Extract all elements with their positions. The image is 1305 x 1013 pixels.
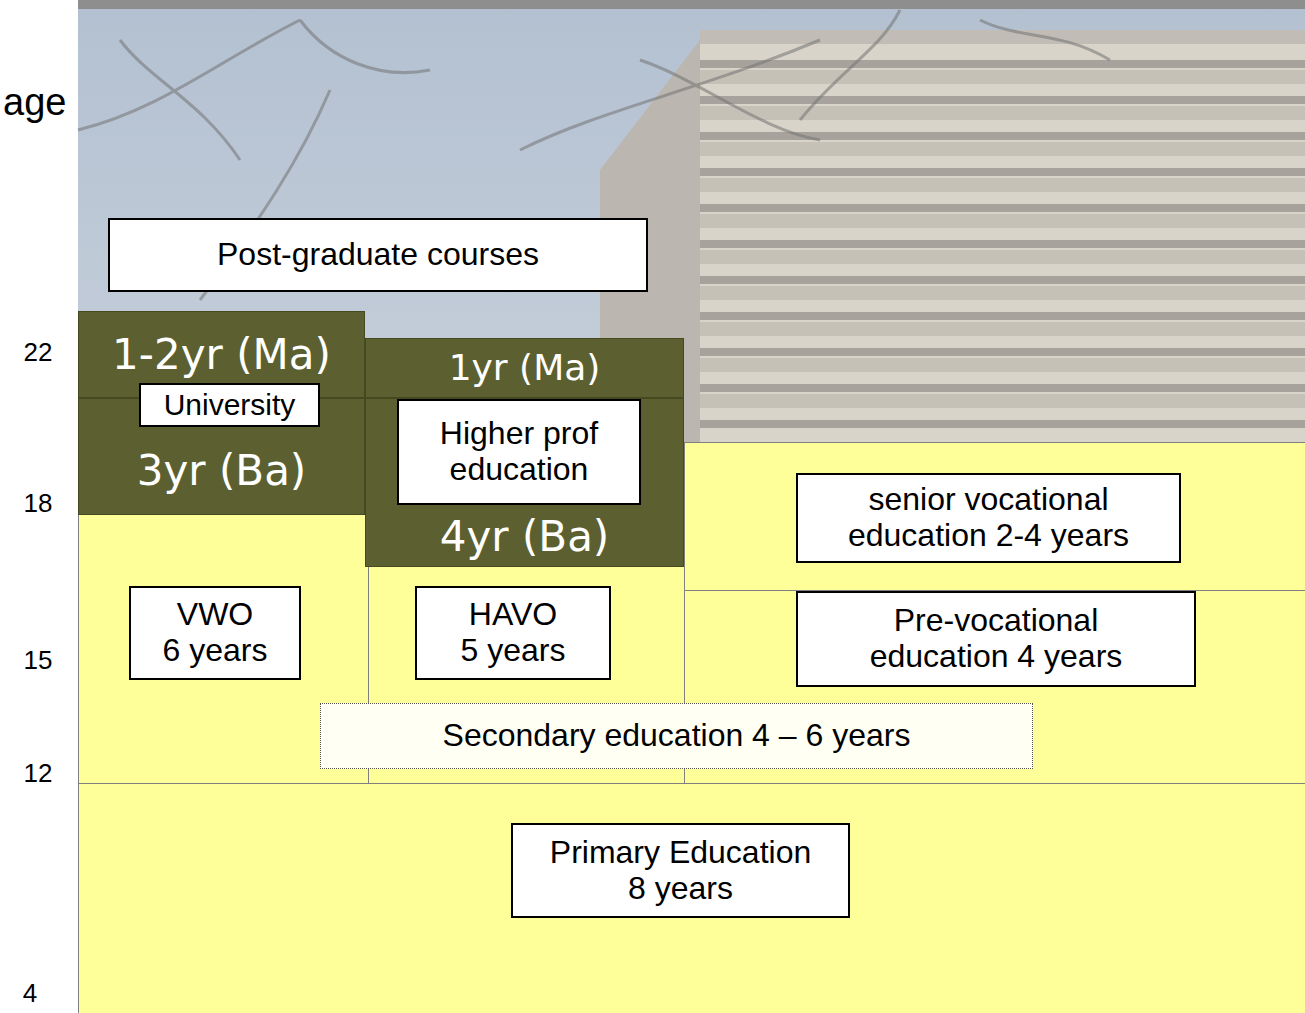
box-text: 5 years xyxy=(461,633,566,669)
box-text: HAVO xyxy=(469,597,557,633)
stage-box: senior vocational education 2-4 years xyxy=(796,473,1181,563)
box-text: Post-graduate courses xyxy=(217,237,539,273)
stage-box: VWO6 years xyxy=(129,586,301,680)
age-tick: 18 xyxy=(10,488,66,518)
yellow-ground xyxy=(78,442,1305,1013)
box-text: Pre-vocational education 4 years xyxy=(846,603,1146,675)
column-lines xyxy=(78,442,1305,1013)
box-text: University xyxy=(164,388,296,422)
box-text: 6 years xyxy=(163,633,268,669)
box-text: 8 years xyxy=(628,871,733,907)
duration-band: 1yr (Ma) xyxy=(365,338,684,398)
stage-box: Pre-vocational education 4 years xyxy=(796,591,1196,687)
age-tick: 15 xyxy=(10,645,66,675)
institution-box: Higher prof education xyxy=(397,399,641,505)
group-box: Secondary education 4 – 6 years xyxy=(320,703,1033,769)
box-text: Primary Education xyxy=(550,835,811,871)
building-photo xyxy=(78,0,1305,790)
box-text: Higher prof education xyxy=(409,416,629,488)
age-tick: 12 xyxy=(10,758,66,788)
duration-label: 1-2yr (Ma) xyxy=(112,331,331,378)
duration-label: 1yr (Ma) xyxy=(449,348,601,388)
age-tick: 4 xyxy=(10,978,50,1008)
axis-title: age xyxy=(3,80,73,124)
stage-box: Primary Education8 years xyxy=(511,823,850,918)
stage-box: HAVO5 years xyxy=(415,586,611,680)
institution-box: University xyxy=(139,383,320,427)
box-text: senior vocational education 2-4 years xyxy=(824,482,1154,554)
box-text: VWO xyxy=(177,597,253,633)
box-text: Secondary education 4 – 6 years xyxy=(443,718,911,754)
age-tick: 22 xyxy=(10,337,66,367)
duration-band: 4yr (Ba) Higher prof education xyxy=(365,398,684,567)
duration-label: 4yr (Ba) xyxy=(440,513,610,560)
duration-label: 3yr (Ba) xyxy=(137,447,307,494)
stage-box: Post-graduate courses xyxy=(108,218,648,292)
